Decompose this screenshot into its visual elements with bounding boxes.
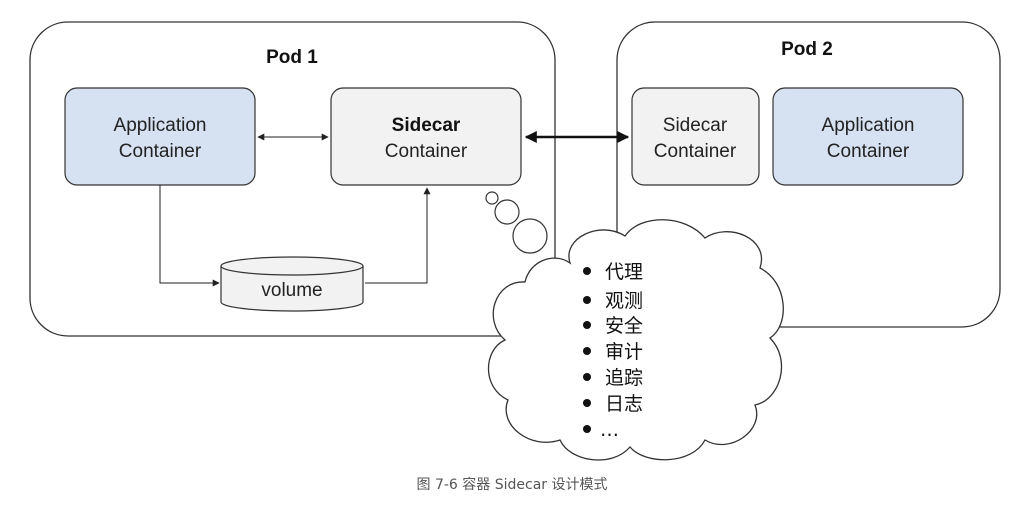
- pod-1-sidecar-container: [330, 87, 522, 186]
- cloud-item-ellipsis: …: [600, 419, 619, 441]
- pod-2-application-container: [772, 87, 964, 186]
- volume-cylinder: [220, 256, 364, 312]
- pod-1-title: Pod 1: [266, 47, 318, 68]
- pod-1-application-container: [64, 87, 256, 186]
- app-to-volume-arrow: [159, 185, 220, 287]
- cloud-item-observability: 观测: [605, 290, 643, 312]
- list-bullet: [583, 373, 591, 381]
- pod-1-app-label-line2: Container: [119, 141, 202, 162]
- list-bullet: [583, 399, 591, 407]
- cloud-list: 代理 观测 安全 审计 追踪 日志 …: [583, 261, 643, 441]
- pod-2-sidecar-container: [631, 87, 760, 186]
- cloud-item-proxy: 代理: [605, 261, 643, 283]
- list-bullet: [583, 425, 591, 433]
- volume-label: volume: [261, 280, 322, 301]
- figure-caption: 图 7-6 容器 Sidecar 设计模式: [416, 477, 608, 493]
- list-bullet: [583, 296, 591, 304]
- volume-to-sidecar-arrow: [365, 187, 431, 284]
- cloud-item-audit: 审计: [605, 341, 643, 363]
- pod-2-title: Pod 2: [781, 39, 833, 60]
- pod-1-app-label-line1: Application: [114, 115, 207, 136]
- pod-2-sidecar-label-line1: Sidecar: [663, 115, 728, 136]
- pod-2-app-label-line1: Application: [822, 115, 915, 136]
- cloud-item-security: 安全: [605, 315, 643, 337]
- list-bullet: [583, 267, 591, 275]
- cloud-item-tracing: 追踪: [605, 367, 643, 389]
- list-bullet: [583, 321, 591, 329]
- pod-1-sidecar-label-line2: Container: [385, 141, 468, 162]
- pod-2-app-label-line2: Container: [827, 141, 910, 162]
- pod-2-sidecar-label-line2: Container: [654, 141, 737, 162]
- list-bullet: [583, 347, 591, 355]
- cloud-shape: [487, 219, 784, 461]
- cloud-item-logging: 日志: [605, 393, 643, 415]
- thought-bubbles: [485, 191, 548, 254]
- pod-1-sidecar-label-line1: Sidecar: [392, 115, 461, 136]
